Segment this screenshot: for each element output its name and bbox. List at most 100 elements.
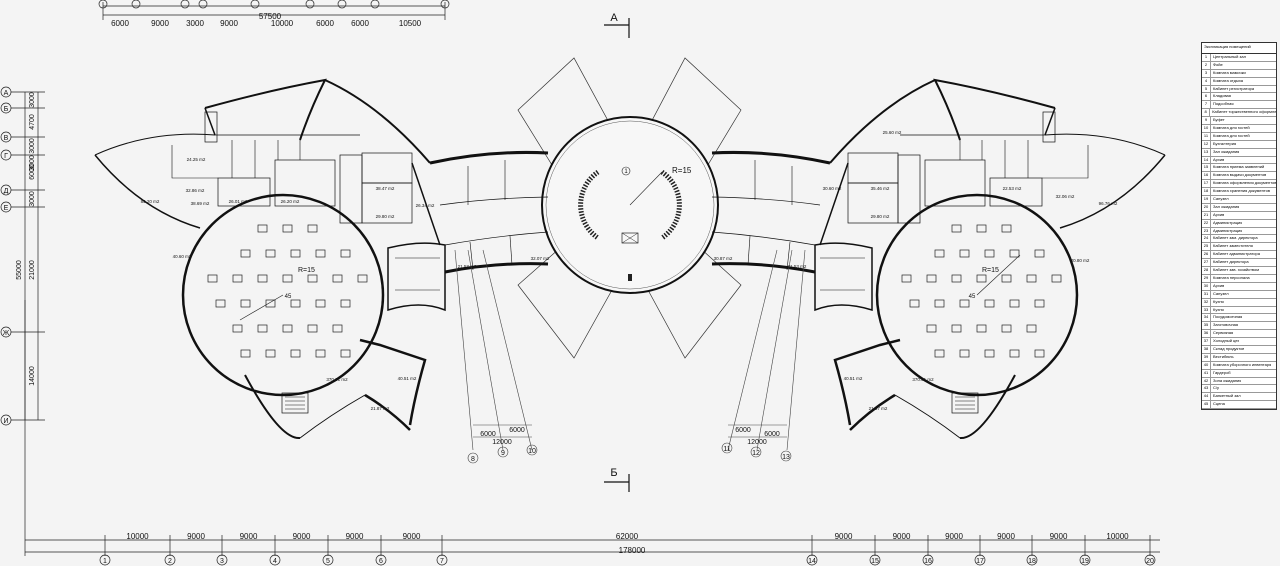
area-l8: 38.47 m2 <box>376 186 395 191</box>
area-l13: 21.87 m2 <box>371 406 390 411</box>
legend-number: 33 <box>1202 306 1211 314</box>
area-r4: 22.53 m2 <box>1003 186 1022 191</box>
banquet-table <box>901 274 912 283</box>
banquet-table <box>976 324 987 333</box>
legend-number: 22 <box>1202 219 1211 227</box>
legend-number: 17 <box>1202 180 1211 188</box>
legend-title: Экспликация помещений <box>1202 43 1276 54</box>
bottom-dim-label: 9000 <box>1050 532 1068 541</box>
left-dim-7: 21000 <box>29 260 36 280</box>
banquet-table <box>1034 249 1045 258</box>
area-r2: 40.80 m2 <box>1071 258 1090 263</box>
legend-room-name: Санузел <box>1213 290 1229 296</box>
legend-number: 32 <box>1202 298 1211 306</box>
legend-room-name: Сервизная <box>1213 330 1234 336</box>
bottom-axis-label: 16 <box>924 558 932 565</box>
area-l1: 85.20 m2 <box>141 199 160 204</box>
legend-room-name: Склад продуктов <box>1213 345 1245 351</box>
legend-number: 30 <box>1202 282 1211 290</box>
bottom-total-dim: 178000 <box>619 546 646 555</box>
area-l2: 40.60 m2 <box>173 254 192 259</box>
left-ramp-labels: 6000 6000 12000 8 9 10 <box>471 427 536 463</box>
banquet-table <box>232 274 243 283</box>
legend-number: 20 <box>1202 203 1211 211</box>
legend-room-name: Посудомоечная <box>1213 314 1243 320</box>
bottom-dim-label: 62000 <box>616 532 639 541</box>
row-label-zh: Ж <box>3 330 10 337</box>
banquet-table <box>976 224 987 233</box>
right-lower-wing <box>833 338 1016 440</box>
legend-number: 25 <box>1202 243 1211 251</box>
area-l15: 32.07 m2 <box>531 256 550 261</box>
legend-room-name: Санузел <box>1213 196 1229 202</box>
banquet-table <box>240 299 251 308</box>
top-dim-8: 10500 <box>399 19 422 28</box>
bottom-dim-label: 9000 <box>835 532 853 541</box>
banquet-table <box>265 349 276 358</box>
legend-room-name: Кабинет торжественного оформления <box>1212 109 1276 115</box>
right-hall-radius: R=15 <box>982 267 999 274</box>
area-r12: 31.53 m2 <box>788 264 807 269</box>
left-dim-6: 3000 <box>29 191 36 207</box>
axis-label-8: 8 <box>471 456 475 463</box>
bottom-axis-label: 4 <box>273 558 277 565</box>
legend-number: 31 <box>1202 290 1211 298</box>
legend-number: 1 <box>1202 54 1211 61</box>
banquet-table <box>315 249 326 258</box>
legend-number: 15 <box>1202 164 1211 172</box>
banquet-table <box>926 324 937 333</box>
area-l3: 32.86 m2 <box>186 188 205 193</box>
banquet-table <box>332 324 343 333</box>
legend-number: 29 <box>1202 274 1211 282</box>
legend-room-name: Зал ожидания <box>1213 203 1240 209</box>
right-wing <box>814 78 1166 312</box>
legend-number: 39 <box>1202 353 1211 361</box>
legend-room-name: Вестибюль <box>1213 353 1234 359</box>
legend-room-name: Фойе <box>1213 61 1223 67</box>
legend-room-name: Центральный зал <box>1213 54 1246 59</box>
top-dim-7: 6000 <box>351 19 369 28</box>
legend-number: 42 <box>1202 377 1211 385</box>
bottom-axis-label: 20 <box>1146 558 1154 565</box>
banquet-table <box>984 299 995 308</box>
row-label-e: Е <box>4 205 9 212</box>
legend-room-name: Кабинет зав. хозяйством <box>1213 267 1259 273</box>
banquet-table <box>1034 349 1045 358</box>
bottom-axis-label: 7 <box>440 558 444 565</box>
bottom-axis-label: 14 <box>808 558 816 565</box>
legend-room-name: С/у <box>1213 385 1219 391</box>
legend-number: 36 <box>1202 330 1211 338</box>
bottom-dim-label: 9000 <box>403 532 421 541</box>
banquet-table <box>934 299 945 308</box>
legend-number: 11 <box>1202 132 1211 140</box>
bottom-axis-label: 17 <box>976 558 984 565</box>
right-ramps <box>721 249 806 462</box>
banquet-table <box>340 349 351 358</box>
banquet-table <box>1009 299 1020 308</box>
legend-number: 24 <box>1202 235 1211 243</box>
left-hall-radius: R=15 <box>298 267 315 274</box>
legend-number: 16 <box>1202 172 1211 180</box>
bottom-dim-label: 10000 <box>126 532 149 541</box>
banquet-table <box>1001 224 1012 233</box>
banquet-table <box>1026 324 1037 333</box>
legend-number: 7 <box>1202 101 1211 109</box>
area-r3: 32.06 m2 <box>1056 194 1075 199</box>
banquet-table <box>959 299 970 308</box>
row-label-g: Г <box>4 153 8 160</box>
legend-room-name: Администрация <box>1213 219 1243 225</box>
